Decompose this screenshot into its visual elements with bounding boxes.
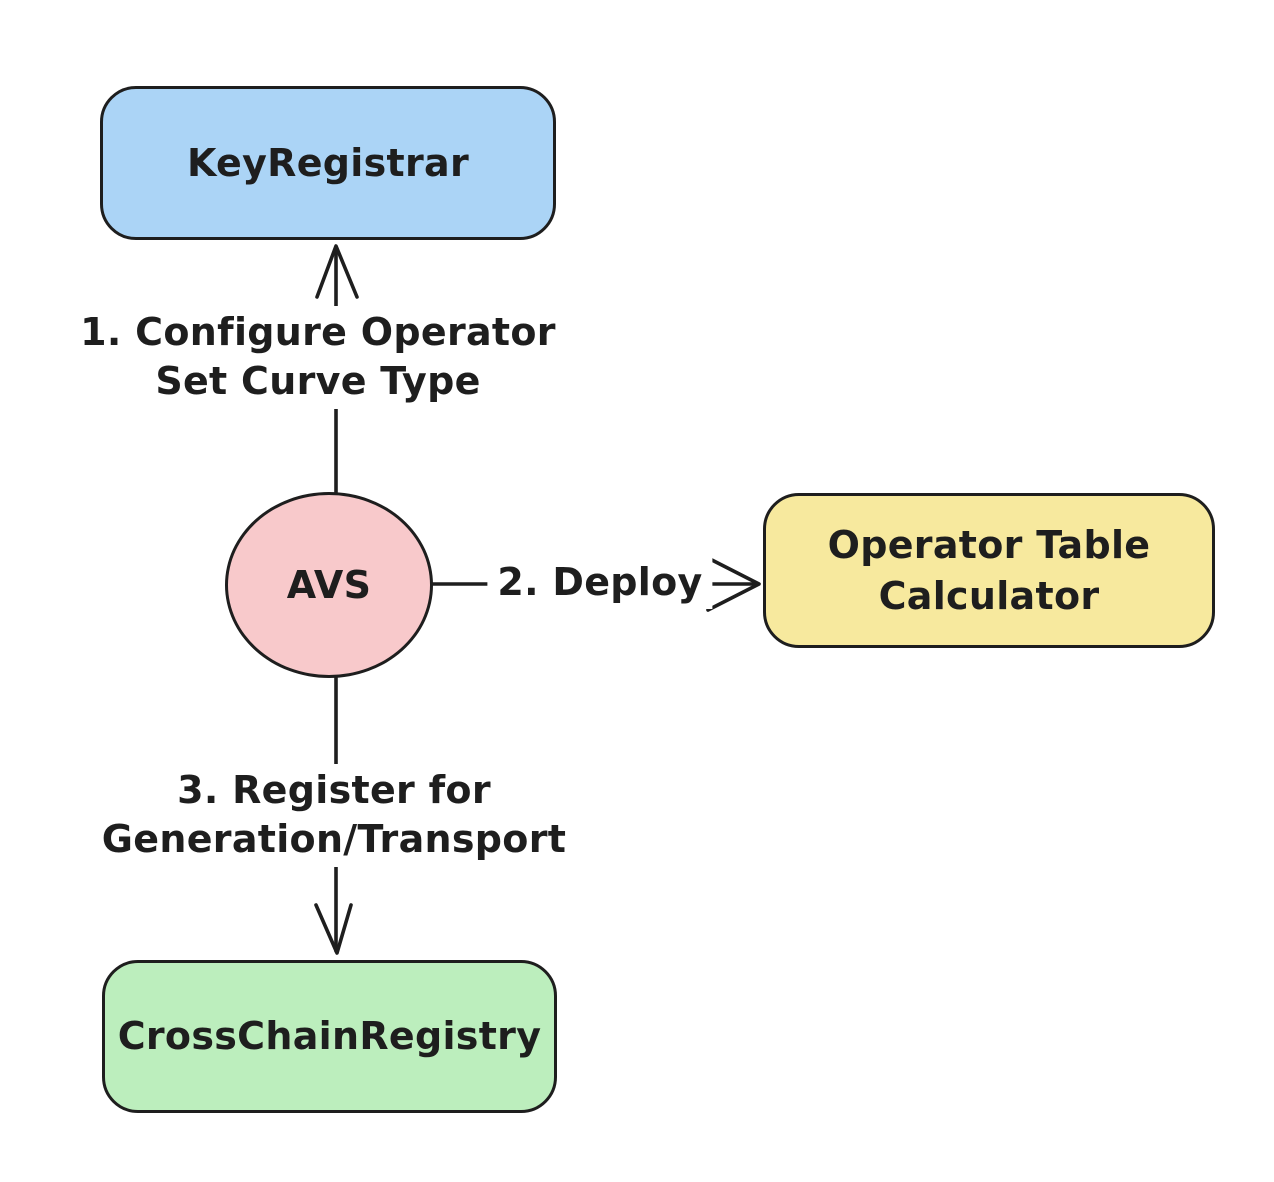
- node-key-registrar: KeyRegistrar: [100, 86, 556, 240]
- arrowhead-down-icon: [314, 903, 353, 955]
- node-cross-chain-registry: CrossChainRegistry: [102, 960, 557, 1113]
- edge-configure-label-line1: 1. Configure Operator: [80, 310, 556, 354]
- edge-configure-label: 1. Configure Operator Set Curve Type: [70, 306, 566, 409]
- edge-deploy-label-text: 2. Deploy: [497, 560, 703, 604]
- edge-deploy-label: 2. Deploy: [487, 556, 713, 610]
- node-avs-label: AVS: [286, 562, 372, 607]
- edge-register-label: 3. Register for Generation/Transport: [91, 764, 577, 867]
- arrowhead-up-icon: [315, 244, 359, 299]
- node-cross-chain-registry-label: CrossChainRegistry: [117, 1014, 542, 1059]
- node-operator-table-calculator: Operator Table Calculator: [763, 493, 1215, 648]
- edge-register-label-line2: Generation/Transport: [101, 817, 567, 862]
- edge-register-label-line1: 3. Register for: [177, 768, 491, 812]
- node-avs: AVS: [225, 492, 433, 678]
- node-operator-table-calculator-label-line1: Operator Table: [827, 523, 1151, 568]
- node-operator-table-calculator-label-line2: Calculator: [878, 573, 1100, 618]
- node-key-registrar-label: KeyRegistrar: [186, 140, 470, 185]
- arrowhead-right-icon: [706, 556, 761, 612]
- edge-configure-label-line2: Set Curve Type: [155, 359, 481, 404]
